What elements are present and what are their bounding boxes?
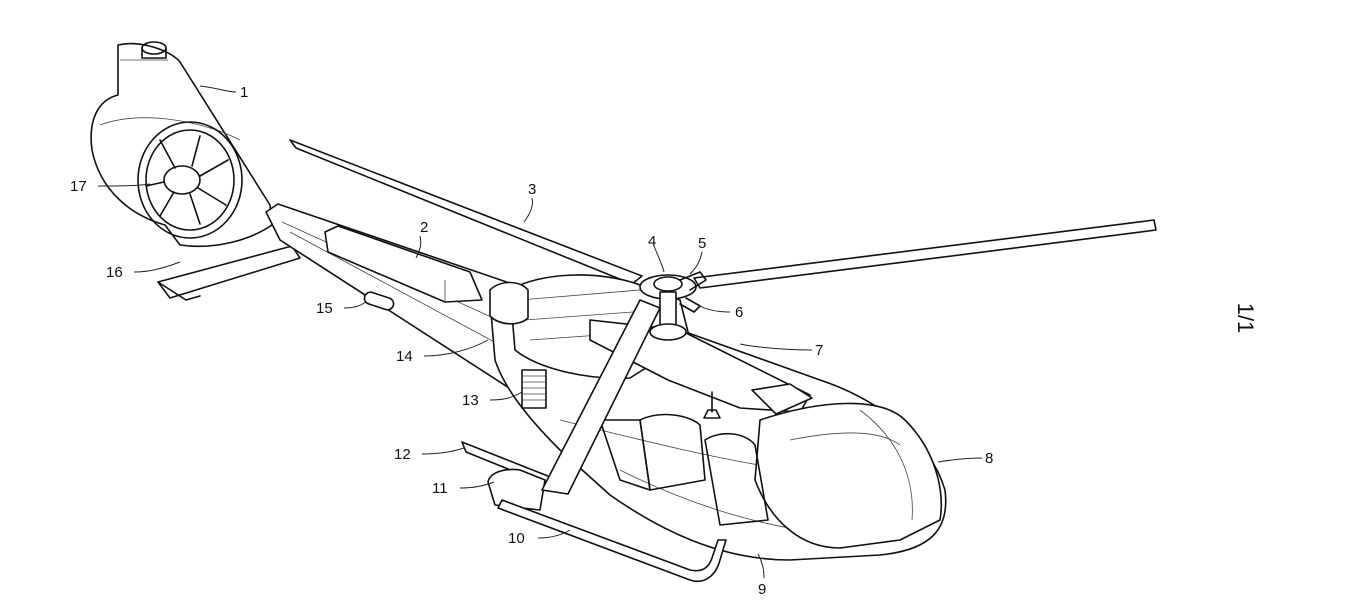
- main-rotor-blade-front: [541, 299, 661, 495]
- numeral-16: 16: [106, 264, 123, 281]
- rotor-hub: [639, 271, 707, 341]
- numeral-17: 17: [70, 178, 87, 195]
- horizontal-stabilizer: [157, 245, 301, 301]
- leader-lines: [97, 85, 983, 579]
- main-rotor-blade-right: [693, 219, 1157, 289]
- cowling-vent: [751, 383, 813, 415]
- numeral-9: 9: [758, 581, 766, 598]
- numeral-2: 2: [420, 219, 428, 236]
- canopy: [754, 402, 943, 549]
- antenna: [703, 391, 721, 419]
- numeral-1: 1: [240, 84, 248, 101]
- landing-gear: [461, 441, 727, 582]
- reference-numerals: 1 2 3 4 5 6 7 8 9 10 11 12 13 14 15 16 1…: [70, 84, 993, 598]
- numeral-3: 3: [528, 181, 536, 198]
- numeral-6: 6: [735, 304, 743, 321]
- numeral-14: 14: [396, 348, 413, 365]
- numeral-13: 13: [462, 392, 479, 409]
- numeral-10: 10: [508, 530, 525, 547]
- numeral-7: 7: [815, 342, 823, 359]
- numeral-5: 5: [698, 235, 706, 252]
- sheet-number: 1/1: [1233, 303, 1258, 334]
- tail-boom-window: [363, 291, 395, 311]
- fenestron-tail-rotor: [137, 121, 243, 239]
- tail-boom-fairing: [324, 225, 483, 303]
- numeral-15: 15: [316, 300, 333, 317]
- cabin-doors: [599, 413, 769, 526]
- top-cowling: [589, 319, 813, 415]
- numeral-11: 11: [432, 480, 448, 497]
- numeral-4: 4: [648, 233, 656, 250]
- tail-fin: [90, 41, 273, 248]
- air-inlet-grille: [521, 369, 547, 409]
- numeral-8: 8: [985, 450, 993, 467]
- numeral-12: 12: [394, 446, 411, 463]
- landing-skid: [497, 499, 727, 582]
